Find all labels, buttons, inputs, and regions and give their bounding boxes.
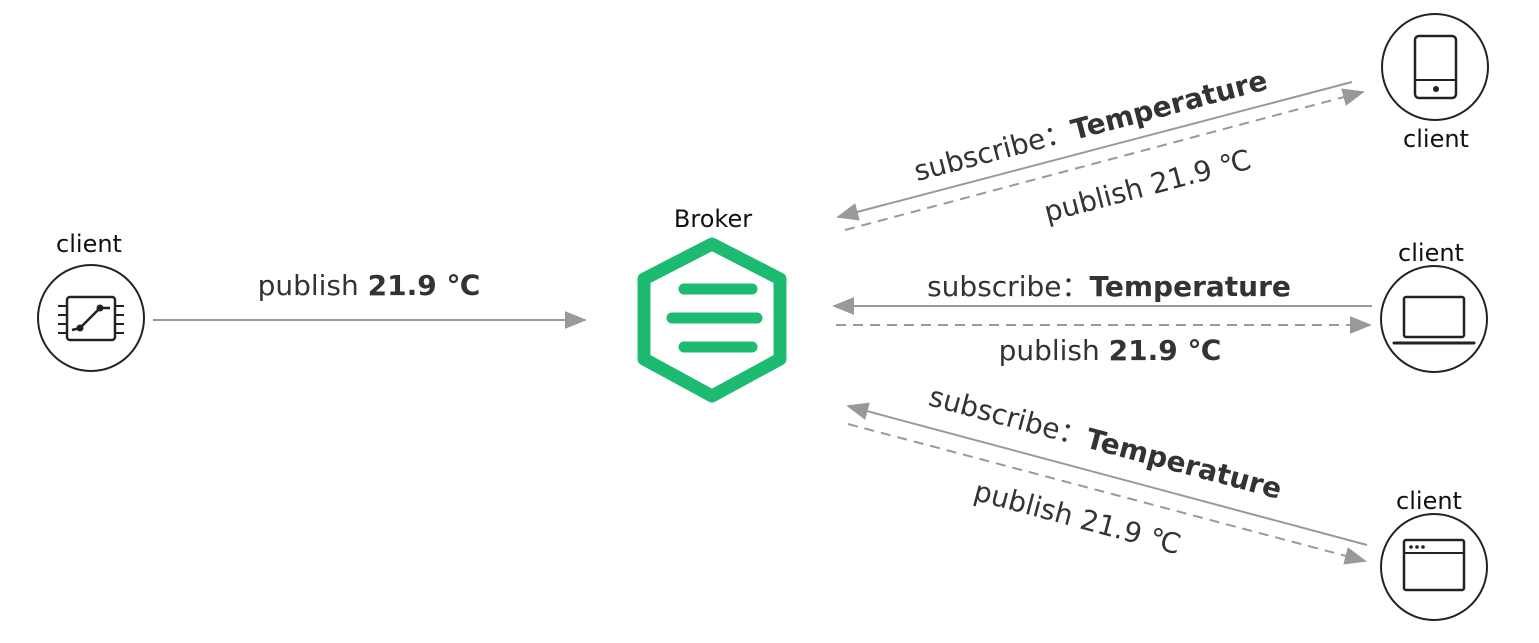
publish-arrow-browser: [847, 423, 1367, 565]
subscriber-laptop-label: client: [1398, 239, 1464, 267]
broker: Broker: [637, 205, 787, 403]
subscriber-phone-label: client: [1403, 125, 1469, 153]
edges-browser: subscribe：Temperature publish 21.9 ℃: [846, 380, 1368, 565]
subscribe-arrow-browser: [846, 402, 1368, 546]
broker-hexagon-icon: [637, 237, 787, 403]
broker-label: Broker: [674, 205, 752, 233]
subscriber-client-browser: client: [1380, 487, 1488, 621]
publish-label-laptop: publish 21.9 ℃: [999, 334, 1222, 367]
publisher-client: client: [37, 230, 145, 372]
laptop-icon: [1380, 265, 1488, 373]
subscriber-client-laptop: client: [1380, 239, 1488, 373]
phone-icon: [1381, 13, 1489, 121]
publish-arrow-phone: [844, 88, 1365, 231]
publisher-publish-label: publish 21.9 ℃: [258, 269, 481, 302]
publisher-client-label: client: [56, 230, 122, 258]
chip-icon: [37, 264, 145, 372]
browser-window-icon: [1380, 513, 1488, 621]
subscriber-client-phone: client: [1381, 13, 1489, 153]
publish-edge-to-broker: publish 21.9 ℃: [153, 269, 587, 329]
edges-phone: subscribe：Temperature publish 21.9 ℃: [836, 64, 1365, 231]
subscriber-browser-label: client: [1396, 487, 1462, 515]
subscribe-label-laptop: subscribe：Temperature: [927, 270, 1291, 303]
edges-laptop: subscribe：Temperature publish 21.9 ℃: [832, 270, 1372, 367]
subscribe-arrow-phone: [836, 81, 1353, 221]
